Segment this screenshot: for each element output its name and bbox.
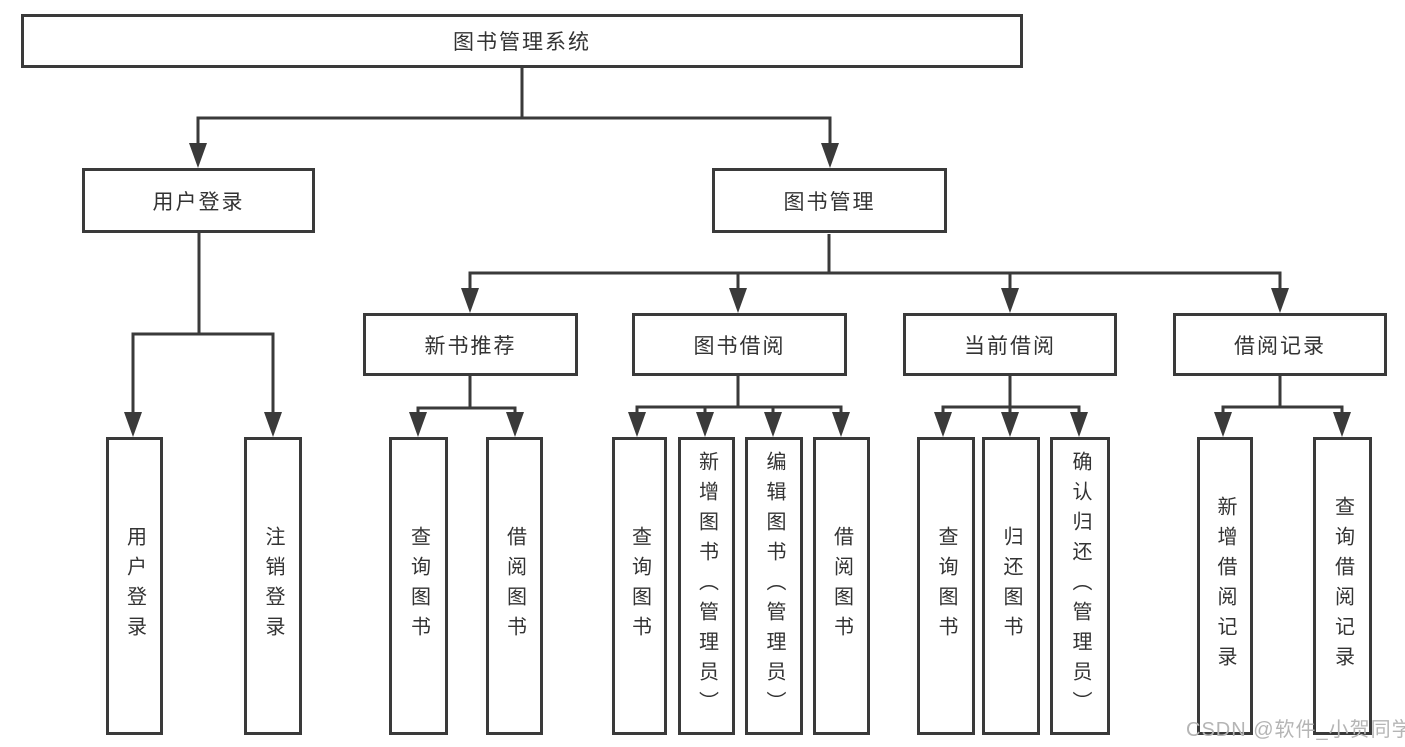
arrowhead <box>1333 412 1351 437</box>
arrowhead <box>1001 412 1019 437</box>
arrowhead <box>461 288 479 313</box>
node-book-management: 图书管理 <box>712 168 947 233</box>
node-query-books-current-label: 查询图书 <box>935 526 957 646</box>
arrowhead <box>1271 288 1289 313</box>
csdn-watermark: CSDN @软件_小贺同学 <box>1186 719 1405 741</box>
arrowhead <box>729 288 747 313</box>
node-user-login-leaf: 用户登录 <box>106 437 163 735</box>
node-borrow-records: 借阅记录 <box>1173 313 1387 376</box>
node-new-book-recommend-label: 新书推荐 <box>424 334 517 358</box>
node-user-login-leaf-label: 用户登录 <box>123 526 146 646</box>
node-add-borrow-record: 新增借阅记录 <box>1197 437 1253 735</box>
arrowhead <box>409 412 427 437</box>
node-confirm-return-admin-label: 确认归还（管理员） <box>1069 451 1091 721</box>
connector-root-to-level2 <box>189 68 839 168</box>
node-borrow-records-label: 借阅记录 <box>1234 334 1326 358</box>
connector-book-management-to-level3 <box>461 234 1289 313</box>
node-query-books-borrow: 查询图书 <box>612 437 667 735</box>
node-current-borrow: 当前借阅 <box>903 313 1117 376</box>
node-library-system-label: 图书管理系统 <box>453 31 591 54</box>
node-add-borrow-record-label: 新增借阅记录 <box>1214 496 1236 676</box>
node-edit-book-admin: 编辑图书（管理员） <box>745 437 803 735</box>
arrowhead <box>189 143 207 168</box>
connector-book-borrow-to-leaves <box>628 376 850 437</box>
arrowhead <box>934 412 952 437</box>
arrowhead <box>764 412 782 437</box>
node-edit-book-admin-label: 编辑图书（管理员） <box>763 451 785 721</box>
node-new-book-recommend: 新书推荐 <box>363 313 578 376</box>
arrowhead <box>1070 412 1088 437</box>
arrowhead <box>832 412 850 437</box>
node-query-borrow-record: 查询借阅记录 <box>1313 437 1372 735</box>
node-book-borrow: 图书借阅 <box>632 313 847 376</box>
node-user-login-label: 用户登录 <box>152 190 245 214</box>
node-library-system: 图书管理系统 <box>21 14 1023 68</box>
connector-current-borrow-to-leaves <box>934 376 1088 437</box>
node-borrow-book-label: 借阅图书 <box>830 526 853 646</box>
node-return-book-label: 归还图书 <box>1000 526 1022 646</box>
arrowhead <box>696 412 714 437</box>
node-logout-leaf-label: 注销登录 <box>262 526 284 646</box>
node-user-login: 用户登录 <box>82 168 315 233</box>
node-borrow-book: 借阅图书 <box>813 437 870 735</box>
node-borrow-book-recommend-label: 借阅图书 <box>503 526 526 646</box>
node-current-borrow-label: 当前借阅 <box>964 334 1056 358</box>
arrowhead <box>821 143 839 168</box>
arrowhead <box>264 412 282 437</box>
node-query-books-current: 查询图书 <box>917 437 975 735</box>
node-add-book-admin: 新增图书（管理员） <box>678 437 735 735</box>
arrowhead <box>506 412 524 437</box>
arrowhead <box>1001 288 1019 313</box>
node-query-books-borrow-label: 查询图书 <box>628 526 651 646</box>
arrowhead <box>628 412 646 437</box>
node-query-books-recommend-label: 查询图书 <box>407 526 430 646</box>
node-logout-leaf: 注销登录 <box>244 437 302 735</box>
node-add-book-admin-label: 新增图书（管理员） <box>695 451 718 721</box>
arrowhead <box>1214 412 1232 437</box>
connector-user-login-to-leaves <box>124 233 282 437</box>
arrowhead <box>124 412 142 437</box>
node-confirm-return-admin: 确认归还（管理员） <box>1050 437 1110 735</box>
node-query-borrow-record-label: 查询借阅记录 <box>1331 496 1354 676</box>
node-borrow-book-recommend: 借阅图书 <box>486 437 543 735</box>
connector-borrow-records-to-leaves <box>1214 376 1351 437</box>
node-book-management-label: 图书管理 <box>783 190 876 214</box>
node-query-books-recommend: 查询图书 <box>389 437 448 735</box>
node-return-book: 归还图书 <box>982 437 1040 735</box>
node-book-borrow-label: 图书借阅 <box>693 334 786 358</box>
connector-new-book-recommend-to-leaves <box>409 376 524 437</box>
